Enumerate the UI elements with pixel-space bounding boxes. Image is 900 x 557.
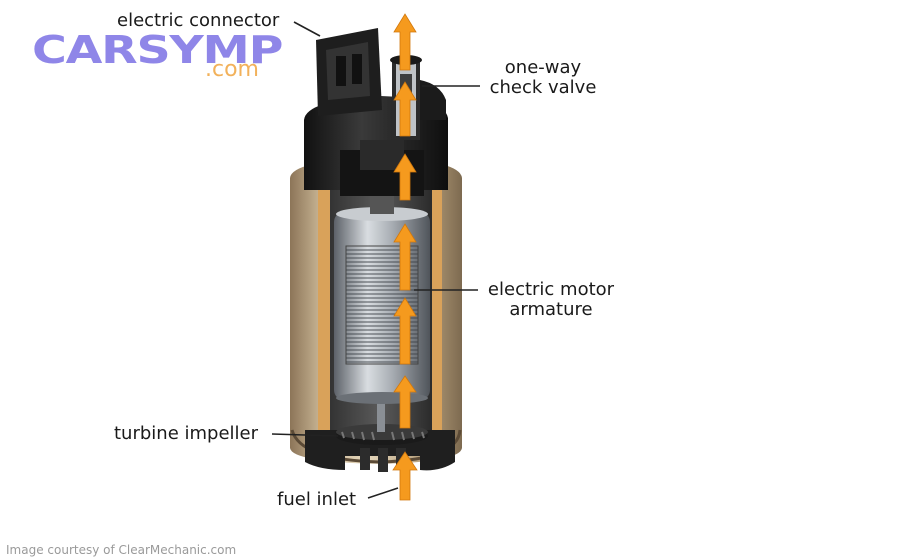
flow-arrow [393,13,417,71]
label-motor-armature-line1: electric motor [487,279,615,300]
flow-arrow [393,375,417,429]
label-motor-armature: electric motor armature [480,280,622,320]
image-credit: Image courtesy of ClearMechanic.com [6,543,237,557]
leader-electric-connector [293,21,321,37]
label-fuel-inlet: fuel inlet [277,489,357,510]
leader-turbine-impeller [271,433,339,437]
flow-arrow [393,297,417,365]
label-check-valve: one-way check valve [482,58,604,98]
flow-arrow [392,451,418,501]
flow-arrow [393,81,417,137]
flow-arrow [393,153,417,201]
label-turbine-impeller: turbine impeller [114,423,259,444]
label-motor-armature-line2: armature [509,299,593,320]
carsymp-logo: CARSYMP [32,28,283,72]
flow-arrow [393,223,417,291]
motor-armature [334,196,430,404]
fuel-flow-arrows [392,13,418,501]
leader-lines [271,21,480,499]
electric-connector [316,28,382,116]
label-check-valve-line1: one-way [504,57,582,78]
leader-fuel-inlet [367,487,399,499]
label-check-valve-line2: check valve [489,77,597,98]
carsymp-logo-suffix: .com [205,57,259,82]
label-electric-connector: electric connector [117,10,280,31]
